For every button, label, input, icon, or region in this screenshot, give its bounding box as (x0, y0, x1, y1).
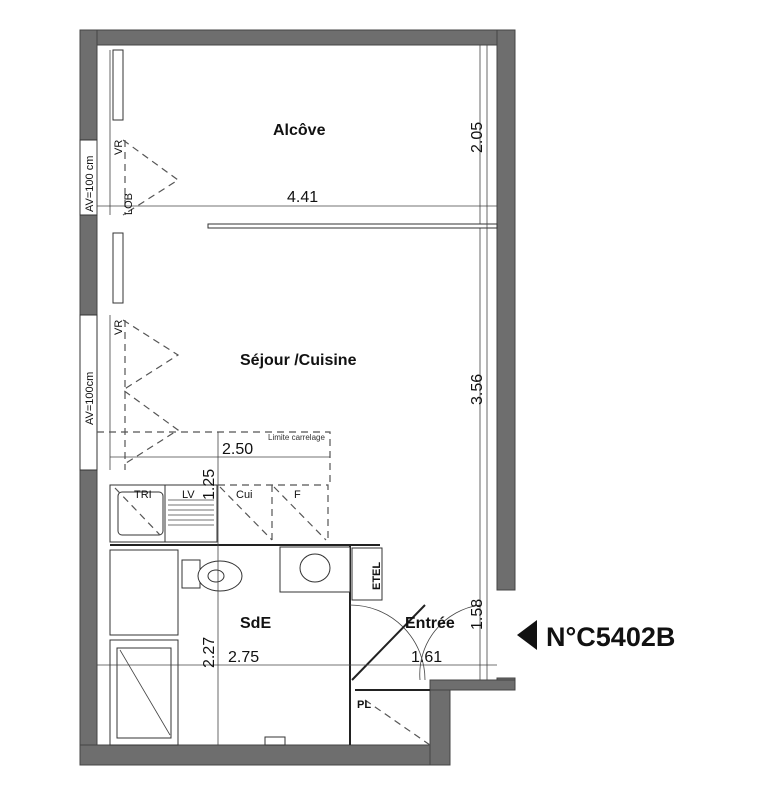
room-label-entree: Entrée (405, 615, 455, 632)
partition (207, 223, 498, 229)
room-label-sejour: Séjour /Cuisine (240, 352, 357, 369)
dim-kitchen-depth: 1.25 (201, 469, 218, 500)
bathroom-fixtures (109, 545, 481, 746)
window-label-2: AV=100cm (84, 372, 96, 425)
dim-alcove-width: 4.41 (287, 189, 318, 206)
kitchen-counter (109, 484, 380, 546)
walls (79, 29, 516, 766)
etel-label: ETEL (371, 562, 383, 590)
cui-label: Cui (236, 489, 253, 501)
lot-number: N°C5402B (546, 622, 675, 652)
dim-sejour-depth: 3.56 (469, 374, 486, 405)
vr-label-1: VR (113, 140, 125, 155)
tri-label: TRI (134, 489, 152, 501)
dimension-lines (97, 45, 497, 745)
dim-entree-depth: 1.58 (469, 599, 486, 630)
lv-label: LV (182, 489, 195, 501)
room-label-sde: SdE (240, 615, 271, 632)
entrance-arrow-icon (517, 620, 537, 650)
window-alcove (79, 49, 180, 304)
vr-label-2: VR (113, 320, 125, 335)
window-label-1: AV=100 cm (84, 156, 96, 212)
tile-limit-label: Limite carrelage (268, 433, 325, 442)
f-label: F (294, 489, 301, 501)
window-sejour (79, 314, 180, 471)
dim-sde-width: 2.75 (228, 649, 259, 666)
dim-entree-width: 1.61 (411, 649, 442, 666)
dim-kitchen-width: 2.50 (222, 441, 253, 458)
dim-sde-depth: 2.27 (201, 637, 218, 668)
pl-label: PL (357, 699, 371, 711)
room-label-alcove: Alcôve (273, 122, 326, 139)
dim-alcove-depth: 2.05 (469, 122, 486, 153)
lob-label: LOB (123, 193, 135, 215)
